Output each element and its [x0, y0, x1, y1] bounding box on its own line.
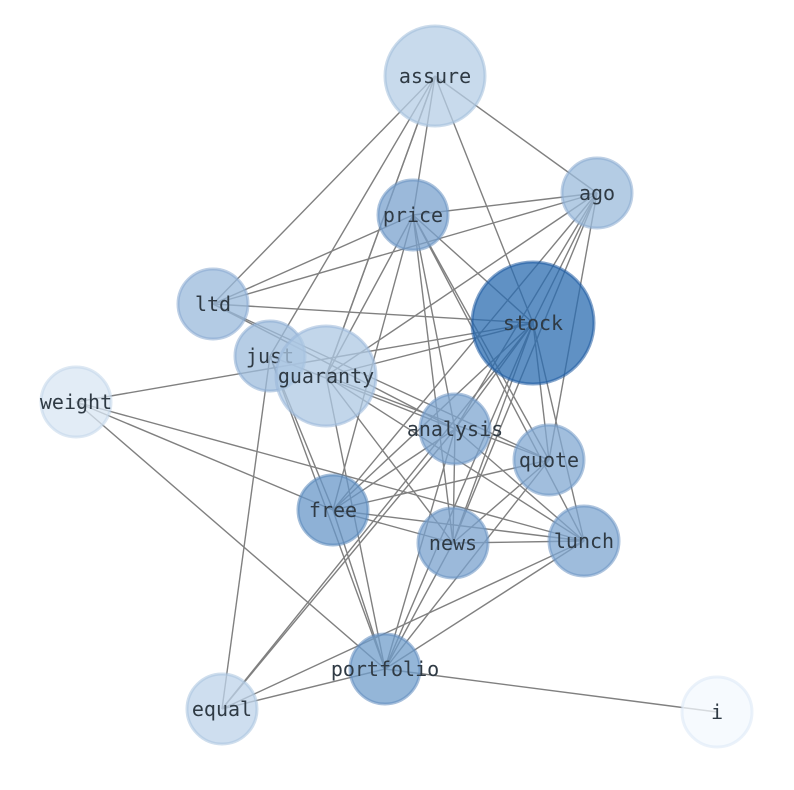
edge-analysis-equal [221, 428, 456, 710]
edge-weight-portfolio [75, 401, 386, 670]
node-analysis[interactable]: analysis [407, 392, 503, 466]
edge-weight-lunch [75, 401, 585, 542]
node-guaranty-circle[interactable] [274, 324, 378, 428]
node-lunch-circle[interactable] [547, 504, 621, 578]
node-lunch[interactable]: lunch [547, 504, 621, 578]
edge-price-news [412, 214, 454, 544]
node-ltd-label: ltd [195, 292, 231, 316]
node-weight-circle[interactable] [39, 365, 113, 439]
node-ltd[interactable]: ltd [176, 267, 250, 341]
node-news-label: news [429, 531, 477, 555]
edge-lunch-portfolio [384, 540, 585, 670]
node-price-circle[interactable] [376, 178, 450, 252]
node-i[interactable]: i [680, 675, 754, 749]
node-equal-label: equal [192, 697, 252, 721]
node-i-circle[interactable] [680, 675, 754, 749]
node-ago-label: ago [579, 181, 615, 205]
edge-lunch-equal [221, 540, 585, 710]
node-ltd-circle[interactable] [176, 267, 250, 341]
edge-just-equal [221, 355, 271, 710]
edge-ago-free [332, 192, 598, 511]
node-guaranty-label: guaranty [278, 364, 374, 388]
node-weight-label: weight [40, 390, 112, 414]
node-free[interactable]: free [296, 473, 370, 547]
node-free-circle[interactable] [296, 473, 370, 547]
node-ago-circle[interactable] [560, 156, 634, 230]
node-ago[interactable]: ago [560, 156, 634, 230]
node-stock-label: stock [503, 311, 563, 335]
node-free-label: free [309, 498, 357, 522]
edge-quote-free [332, 459, 550, 511]
node-equal-circle[interactable] [185, 672, 259, 746]
node-portfolio[interactable]: portfolio [331, 632, 439, 706]
edge-portfolio-i [384, 668, 718, 713]
node-guaranty[interactable]: guaranty [274, 324, 378, 428]
edge-ago-guaranty [325, 192, 598, 377]
node-price[interactable]: price [376, 178, 450, 252]
node-portfolio-label: portfolio [331, 657, 439, 681]
node-weight[interactable]: weight [39, 365, 113, 439]
node-news[interactable]: news [416, 506, 490, 580]
node-assure[interactable]: assure [383, 24, 487, 128]
node-lunch-label: lunch [554, 529, 614, 553]
node-quote[interactable]: quote [512, 423, 586, 497]
node-quote-circle[interactable] [512, 423, 586, 497]
node-stock[interactable]: stock [470, 260, 596, 386]
nodes-layer: assureagopriceltdstockjustguarantyweight… [39, 24, 754, 749]
node-quote-label: quote [519, 448, 579, 472]
node-i-label: i [711, 700, 723, 724]
node-price-label: price [383, 203, 443, 227]
node-assure-label: assure [399, 64, 471, 88]
node-equal[interactable]: equal [185, 672, 259, 746]
edge-weight-free [75, 401, 334, 511]
node-portfolio-circle[interactable] [348, 632, 422, 706]
node-analysis-circle[interactable] [418, 392, 492, 466]
node-news-circle[interactable] [416, 506, 490, 580]
edge-assure-ltd [212, 75, 436, 305]
edge-stock-portfolio [384, 322, 534, 670]
node-stock-circle[interactable] [470, 260, 596, 386]
node-analysis-label: analysis [407, 417, 503, 441]
node-assure-circle[interactable] [383, 24, 487, 128]
